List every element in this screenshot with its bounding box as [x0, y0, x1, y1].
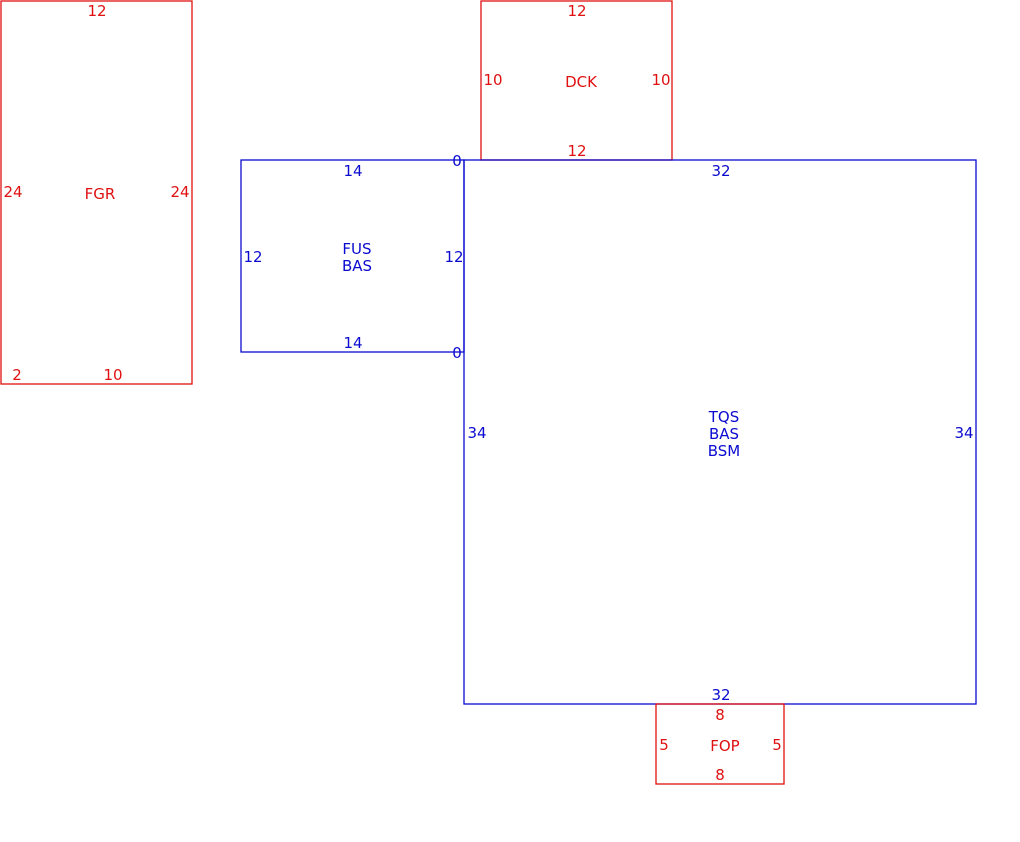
area-fop: FOP 8 5 5 8 [655, 703, 785, 785]
dck-dim-left: 10 [483, 71, 502, 89]
area-fop-label: FOP [710, 737, 739, 755]
area-main-label-line-2: BAS [709, 425, 739, 443]
fop-dim-bottom: 8 [715, 766, 725, 784]
area-fus: FUS BAS 14 12 12 14 0 0 [240, 152, 465, 362]
main-dim-top: 32 [711, 162, 730, 180]
fus-dim-bottom-right: 0 [452, 344, 462, 362]
fus-dim-left: 12 [243, 248, 262, 266]
area-main-label-line-1: TQS [708, 408, 740, 426]
area-fgr-label: FGR [85, 185, 116, 203]
fus-dim-right: 12 [444, 248, 463, 266]
area-fus-label-line-1: FUS [342, 240, 371, 258]
area-dck-label: DCK [565, 73, 598, 91]
area-fgr-outline [0, 0, 193, 385]
fgr-dim-bottom: 10 [103, 366, 122, 384]
fgr-dim-top: 12 [87, 2, 106, 20]
fus-dim-top: 14 [343, 162, 362, 180]
main-dim-left: 34 [467, 424, 486, 442]
area-main: TQS BAS BSM 32 34 34 32 [463, 159, 977, 705]
area-fop-outline [655, 703, 785, 785]
main-dim-bottom: 32 [711, 686, 730, 704]
area-main-label-line-3: BSM [708, 442, 741, 460]
area-fus-label-line-2: BAS [342, 257, 372, 275]
main-dim-right: 34 [954, 424, 973, 442]
fus-dim-bottom: 14 [343, 334, 362, 352]
dck-dim-bottom: 12 [567, 142, 586, 160]
fus-dim-top-right: 0 [452, 152, 462, 170]
area-dck: DCK 12 10 10 12 [480, 0, 673, 161]
dck-dim-right: 10 [651, 71, 670, 89]
fop-dim-left: 5 [659, 736, 669, 754]
fop-dim-right: 5 [772, 736, 782, 754]
fgr-dim-left: 24 [3, 183, 22, 201]
fgr-dim-right: 24 [170, 183, 189, 201]
dck-dim-top: 12 [567, 2, 586, 20]
fop-dim-top: 8 [715, 706, 725, 724]
area-fgr: FGR 12 24 24 2 10 [0, 0, 193, 385]
fgr-dim-bottom-left: 2 [12, 366, 22, 384]
